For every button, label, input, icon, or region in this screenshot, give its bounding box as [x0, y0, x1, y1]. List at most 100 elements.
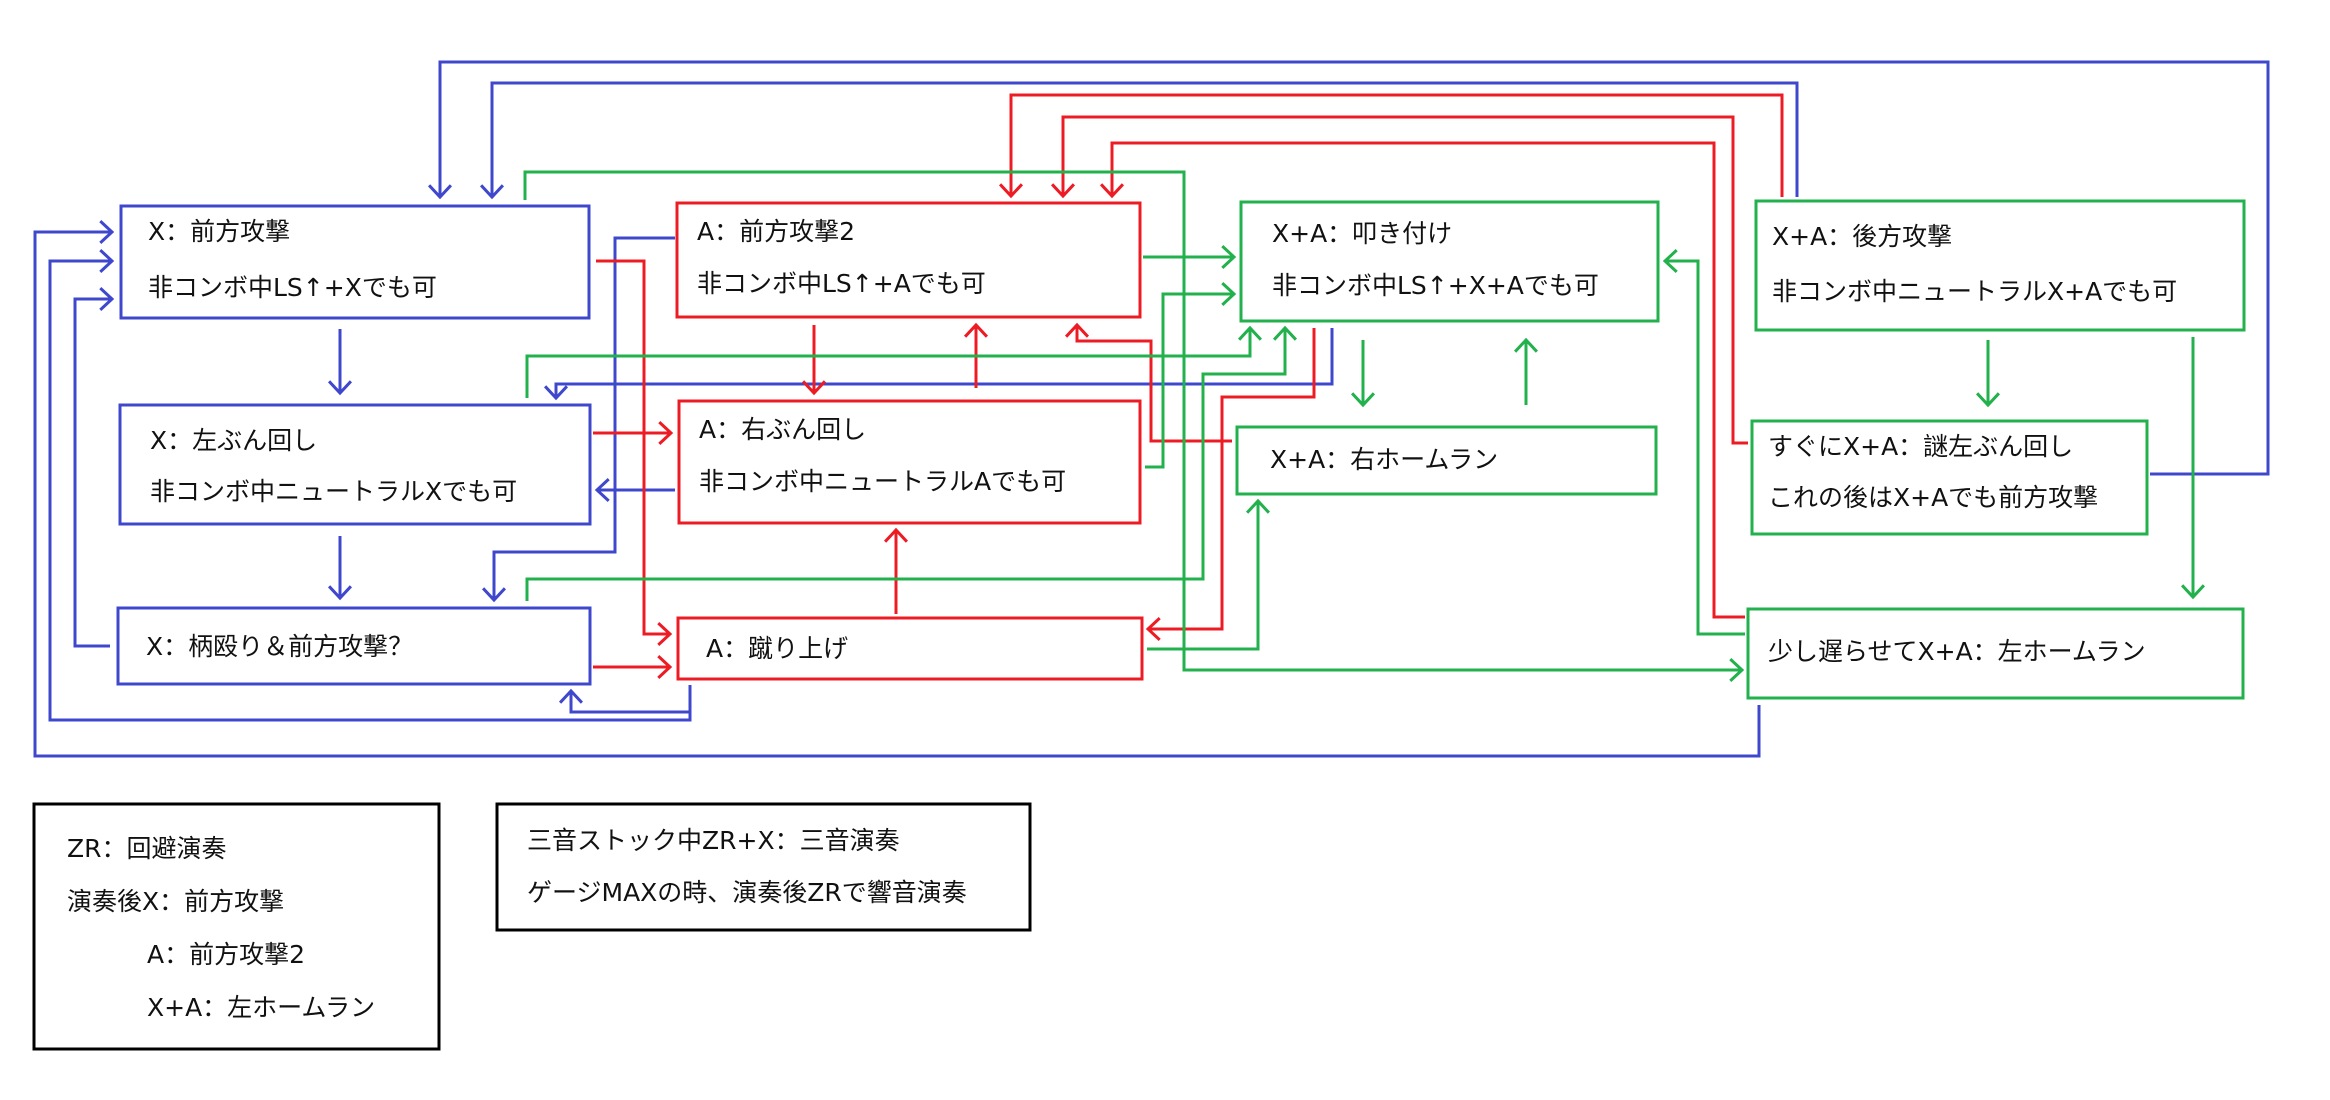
edge-x-left-swing-to-a-right-swing: [593, 420, 674, 446]
edge-line: [525, 328, 1287, 601]
node-a-forward2: A：前方攻撃2 非コンボ中LS↑+Aでも可: [675, 201, 1142, 319]
arrowhead-icon: [657, 654, 673, 680]
node-title: X+A：叩き付け: [1272, 219, 1452, 248]
node-subtitle: 非コンボ中LS↑+X+Aでも可: [1272, 271, 1599, 300]
node-title: X+A：右ホームラン: [1270, 445, 1498, 474]
edge-line: [1061, 115, 1748, 445]
arrowhead-icon: [99, 286, 115, 312]
edge-x-pommel-to-xa-slam: [525, 325, 1298, 601]
node-subtitle: 非コンボ中LS↑+Xでも可: [148, 273, 437, 302]
arrowhead-icon: [1272, 325, 1298, 341]
edge-xa-back-attack-to-xa-mystery-swing: [1975, 340, 2001, 408]
arrowhead-icon: [1237, 325, 1263, 341]
legend-line: X+A：左ホームラン: [147, 993, 375, 1022]
node-box: [116, 606, 592, 686]
node-a-right-swing: A：右ぶん回し 非コンボ中ニュートラルAでも可: [677, 399, 1142, 525]
edge-a-kick-up-to-x-pommel: [558, 685, 692, 714]
node-title: X：柄殴り＆前方攻撃？: [146, 632, 413, 661]
edge-xa-left-homerun-to-a-forward2: [1099, 141, 1745, 619]
edge-xa-slam-to-a-kick-up: [1145, 328, 1316, 642]
arrowhead-icon: [543, 385, 569, 401]
edge-line: [1110, 141, 1745, 619]
edge-x-left-swing-to-xa-slam: [525, 325, 1263, 398]
edge-xa-mystery-swing-to-x-forward: [427, 60, 2270, 476]
arrowhead-icon: [998, 183, 1024, 199]
node-xa-back-attack: X+A：後方攻撃 非コンボ中ニュートラルX+Aでも可: [1754, 199, 2246, 332]
node-subtitle: 非コンボ中ニュートラルX+Aでも可: [1772, 277, 2177, 306]
arrowhead-icon: [327, 585, 353, 601]
arrowhead-icon: [1729, 657, 1745, 683]
arrowhead-icon: [479, 184, 505, 200]
arrowhead-icon: [1221, 281, 1237, 307]
node-box: [118, 403, 592, 526]
node-xa-left-homerun: 少し遅らせてX+A：左ホームラン: [1746, 607, 2245, 700]
edge-xa-left-homerun-to-x-forward: [33, 219, 1761, 758]
node-box: [1239, 200, 1660, 323]
arrowhead-icon: [1099, 183, 1125, 199]
arrowhead-icon: [1145, 616, 1161, 642]
arrowhead-icon: [1975, 392, 2001, 408]
edge-xa-slam-to-x-left-swing: [543, 328, 1334, 401]
edge-line: [596, 259, 670, 636]
edge-line: [492, 236, 675, 600]
legend-line: 三音ストック中ZR+X：三音演奏: [527, 826, 900, 855]
node-subtitle: 非コンボ中ニュートラルAでも可: [699, 467, 1066, 496]
node-box: [1754, 199, 2246, 332]
edge-xa-right-homerun-to-a-forward2: [1064, 322, 1232, 443]
arrowhead-icon: [658, 420, 674, 446]
edge-xa-slam-to-xa-right-homerun: [1350, 340, 1376, 408]
edge-line: [1145, 292, 1234, 469]
arrowhead-icon: [1662, 248, 1678, 274]
node-title: A：右ぶん回し: [699, 415, 866, 444]
edge-line: [525, 328, 1252, 398]
legend-box: [495, 802, 1032, 932]
edge-x-forward-to-a-kick-up: [596, 259, 673, 647]
arrowhead-icon: [963, 322, 989, 338]
arrowhead-icon: [558, 688, 584, 704]
arrowhead-icon: [481, 587, 507, 603]
arrowhead-icon: [1245, 498, 1271, 514]
node-subtitle: 非コンボ中LS↑+Aでも可: [697, 269, 986, 298]
arrowhead-icon: [427, 184, 453, 200]
legend-line: ZR：回避演奏: [67, 834, 227, 863]
node-a-kick-up: A：蹴り上げ: [676, 616, 1144, 681]
edge-x-pommel-to-a-kick-up: [593, 654, 673, 680]
node-title: A：蹴り上げ: [706, 634, 848, 663]
node-title: X+A：後方攻撃: [1772, 222, 1952, 251]
node-box: [1235, 425, 1658, 496]
arrowhead-icon: [1050, 183, 1076, 199]
edge-line: [438, 60, 2270, 476]
edge-x-left-swing-to-x-pommel: [327, 536, 353, 601]
edge-x-forward-to-xa-left-homerun: [523, 170, 1745, 683]
legend-line: A：前方攻撃2: [147, 940, 305, 969]
arrowhead-icon: [2180, 584, 2206, 600]
node-box: [1750, 419, 2149, 536]
edge-xa-back-attack-to-xa-left-homerun: [2180, 337, 2206, 600]
node-box: [119, 204, 591, 320]
edge-xa-left-homerun-to-xa-slam: [1662, 248, 1745, 636]
arrowhead-icon: [1513, 337, 1539, 353]
legend-special: 三音ストック中ZR+X：三音演奏 ゲージMAXの時、演奏後ZRで響音演奏: [495, 802, 1032, 932]
edge-line: [490, 81, 1799, 197]
edge-a-forward2-to-a-right-swing: [801, 325, 827, 396]
edge-x-pommel-to-x-forward: [73, 286, 115, 648]
edge-line: [1665, 259, 1745, 636]
edge-a-right-swing-to-xa-slam: [1145, 281, 1237, 469]
arrowhead-icon: [657, 621, 673, 647]
node-x-left-swing: X：左ぶん回し 非コンボ中ニュートラルXでも可: [118, 403, 592, 526]
node-title: 少し遅らせてX+A：左ホームラン: [1768, 637, 2146, 666]
edges-layer: [33, 60, 2270, 758]
legend-performance: ZR：回避演奏 演奏後X：前方攻撃 A：前方攻撃2 X+A：左ホームラン: [32, 802, 441, 1051]
node-box: [677, 399, 1142, 525]
nodes-layer: X：前方攻撃 非コンボ中LS↑+Xでも可 X：左ぶん回し 非コンボ中ニュートラル…: [32, 199, 2246, 1051]
edge-line: [523, 170, 1742, 672]
arrowhead-icon: [327, 380, 353, 396]
edge-xa-right-homerun-to-xa-slam: [1513, 337, 1539, 405]
edge-line: [569, 685, 692, 714]
arrowhead-icon: [883, 527, 909, 543]
node-box: [676, 616, 1144, 681]
edge-a-right-swing-to-x-left-swing: [594, 477, 675, 503]
node-x-pommel: X：柄殴り＆前方攻撃？: [116, 606, 592, 686]
node-x-forward: X：前方攻撃 非コンボ中LS↑+Xでも可: [119, 204, 591, 320]
